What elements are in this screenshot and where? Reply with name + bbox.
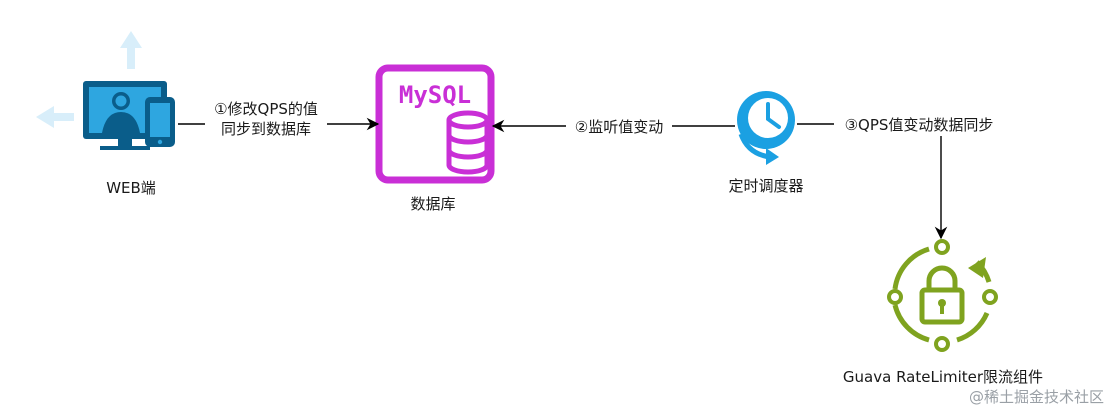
hint-arrow-up-icon bbox=[120, 31, 142, 69]
mysql-logo-text: MySQL bbox=[399, 81, 471, 109]
edge-scheduler-to-guava-label: ③QPS值变动数据同步 bbox=[845, 116, 994, 134]
web-node-label: WEB端 bbox=[106, 179, 156, 197]
guava-node[interactable]: Guava RateLimiter限流组件 bbox=[843, 239, 1043, 386]
db-node-label: 数据库 bbox=[410, 195, 455, 213]
edge-web-to-db: ①修改QPS的值 同步到数据库 bbox=[178, 97, 380, 139]
edge-web-to-db-label-line1: ①修改QPS的值 bbox=[214, 100, 318, 118]
scheduler-node-label: 定时调度器 bbox=[728, 177, 803, 195]
guava-node-label: Guava RateLimiter限流组件 bbox=[843, 368, 1043, 386]
edge-scheduler-to-guava: ③QPS值变动数据同步 bbox=[797, 114, 1006, 240]
mysql-database-icon: MySQL bbox=[375, 64, 495, 184]
edge-scheduler-to-guava-line bbox=[797, 123, 948, 240]
clock-refresh-icon bbox=[737, 91, 795, 165]
edge-scheduler-to-db: ②监听值变动 bbox=[491, 116, 735, 138]
lock-cycle-icon bbox=[887, 239, 998, 352]
hint-arrow-left-icon bbox=[36, 106, 74, 128]
db-node[interactable]: MySQL 数据库 bbox=[375, 64, 495, 213]
edge-scheduler-to-db-label: ②监听值变动 bbox=[575, 118, 663, 136]
monitor-phone-user-icon bbox=[83, 81, 175, 150]
web-node[interactable]: WEB端 bbox=[83, 81, 175, 197]
scheduler-node[interactable]: 定时调度器 bbox=[728, 91, 804, 195]
edge-web-to-db-label-line2: 同步到数据库 bbox=[221, 120, 311, 138]
watermark: @稀土掘金技术社区 bbox=[969, 388, 1104, 406]
hint-arrows bbox=[36, 31, 142, 128]
